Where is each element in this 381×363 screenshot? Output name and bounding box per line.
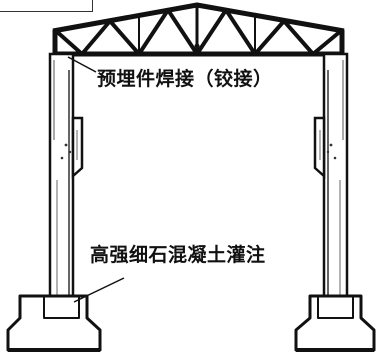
left-column <box>48 52 84 304</box>
right-column <box>313 52 349 304</box>
weld-joint-label: 预埋件焊接（铰接） <box>97 68 273 90</box>
truss-node-center <box>194 43 200 49</box>
concrete-leader-line <box>73 277 125 303</box>
roof-truss <box>52 2 345 57</box>
right-foundation-body <box>294 294 376 352</box>
left-foundation <box>6 294 102 352</box>
concrete-grout-label: 高强细石混凝土灌注 <box>90 244 266 266</box>
leader-lines <box>67 56 125 303</box>
weld-leader-line <box>67 56 97 73</box>
corner-frame-line <box>0 0 93 12</box>
right-foundation <box>294 294 376 352</box>
left-foundation-body <box>6 294 102 352</box>
